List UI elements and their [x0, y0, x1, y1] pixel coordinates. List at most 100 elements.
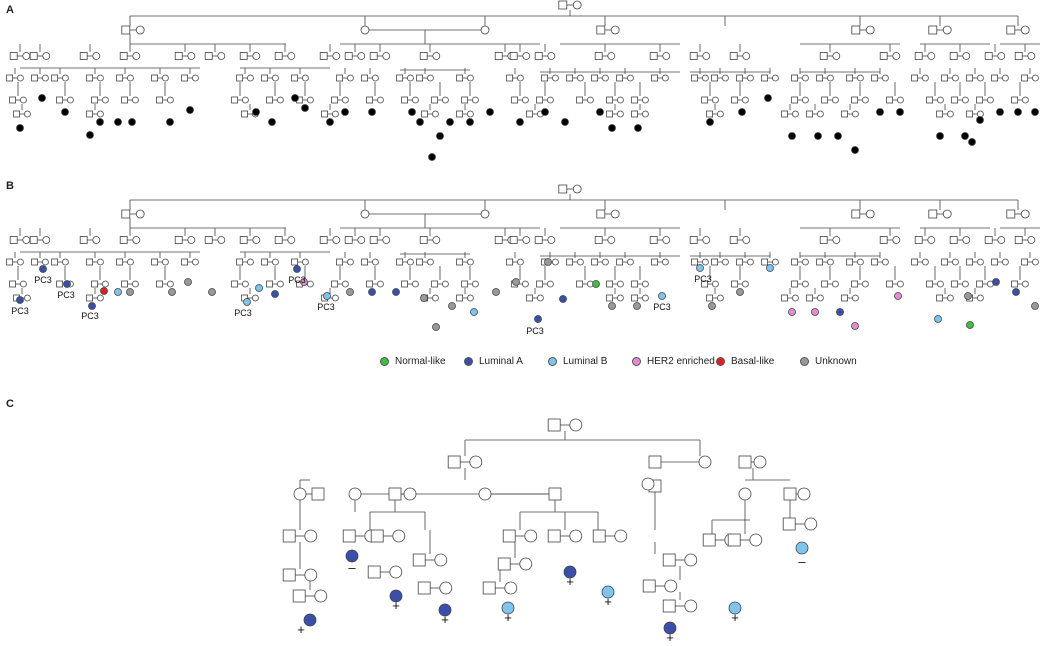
male-square [204, 52, 213, 60]
male-square [274, 52, 283, 60]
female-circle [217, 52, 226, 60]
affected-female-circle [184, 278, 192, 286]
female-circle [882, 74, 889, 82]
affected-female-circle [516, 118, 524, 126]
affected-female-circle [492, 288, 500, 296]
female-circle [977, 294, 984, 302]
legend-label: Basal-like [731, 356, 775, 367]
male-square [791, 74, 798, 82]
male-square [401, 96, 409, 104]
male-square [592, 529, 606, 543]
female-circle [92, 52, 101, 60]
female-circle [832, 96, 839, 104]
female-circle [287, 236, 296, 244]
affected-female-circle [38, 94, 46, 102]
normal-like-dot-icon [380, 357, 389, 366]
legend-label: HER2 enriched [647, 356, 715, 367]
female-circle [466, 258, 474, 266]
male-square [783, 487, 797, 501]
female-circle [662, 236, 671, 244]
affected-female-circle [738, 108, 746, 116]
male-square [156, 280, 164, 288]
affected-female-circle [392, 288, 400, 296]
female-circle [376, 96, 384, 104]
male-square [781, 294, 788, 302]
pc3-label: PC3 [81, 311, 99, 321]
female-circle [426, 74, 434, 82]
male-square [631, 280, 638, 288]
male-square [651, 74, 658, 82]
female-circle [962, 52, 971, 60]
legend-label: Unknown [815, 356, 857, 367]
female-circle [22, 236, 31, 244]
male-square [596, 209, 606, 219]
female-circle [852, 294, 859, 302]
male-square [949, 52, 958, 60]
female-circle [360, 25, 370, 35]
male-square [494, 52, 503, 60]
male-square [819, 236, 828, 244]
pc3-label: PC3 [57, 290, 75, 300]
female-circle [742, 280, 749, 288]
female-circle [962, 96, 969, 104]
plus-marker: + [297, 622, 305, 637]
male-square [119, 52, 128, 60]
male-square [548, 487, 562, 501]
male-square [261, 74, 269, 82]
female-circle [332, 236, 341, 244]
affected-female-circle [795, 541, 809, 555]
female-circle [617, 96, 624, 104]
male-square [431, 96, 439, 104]
male-square [851, 209, 861, 219]
luminal-a-dot-icon [464, 357, 473, 366]
male-square [261, 258, 269, 266]
female-circle [392, 529, 406, 543]
female-circle [577, 258, 584, 266]
female-circle [642, 96, 649, 104]
male-square [914, 52, 923, 60]
affected-female-circle [764, 94, 772, 102]
male-square [6, 258, 13, 266]
male-square [9, 280, 17, 288]
female-circle [166, 280, 174, 288]
legend-item-luminal-b: Luminal B [548, 356, 632, 367]
female-circle [132, 236, 141, 244]
female-circle [432, 52, 441, 60]
female-circle [547, 236, 556, 244]
male-square [511, 96, 519, 104]
affected-female-circle [894, 292, 902, 300]
female-circle [403, 487, 417, 501]
female-circle [480, 209, 490, 219]
female-circle [602, 258, 609, 266]
male-square [239, 52, 248, 60]
female-circle [537, 294, 544, 302]
male-square [396, 258, 404, 266]
female-circle [522, 96, 529, 104]
male-square [1014, 236, 1023, 244]
male-square [121, 25, 131, 35]
female-circle [97, 74, 104, 82]
female-circle [792, 110, 799, 118]
male-square [236, 74, 244, 82]
affected-female-circle [996, 108, 1004, 116]
male-square [816, 74, 823, 82]
female-circle [977, 258, 984, 266]
female-circle [23, 110, 31, 118]
male-square [731, 96, 738, 104]
female-circle [431, 110, 439, 118]
female-circle [642, 294, 649, 302]
female-circle [698, 455, 712, 469]
male-square [841, 294, 848, 302]
affected-female-circle [416, 118, 424, 126]
male-square [494, 236, 503, 244]
male-square [711, 258, 718, 266]
male-square [319, 52, 328, 60]
affected-female-circle [788, 308, 796, 316]
male-square [547, 418, 561, 432]
female-circle [471, 280, 479, 288]
female-circle [102, 96, 109, 104]
female-circle [469, 455, 483, 469]
affected-female-circle [851, 322, 859, 330]
affected-female-circle [633, 302, 641, 310]
